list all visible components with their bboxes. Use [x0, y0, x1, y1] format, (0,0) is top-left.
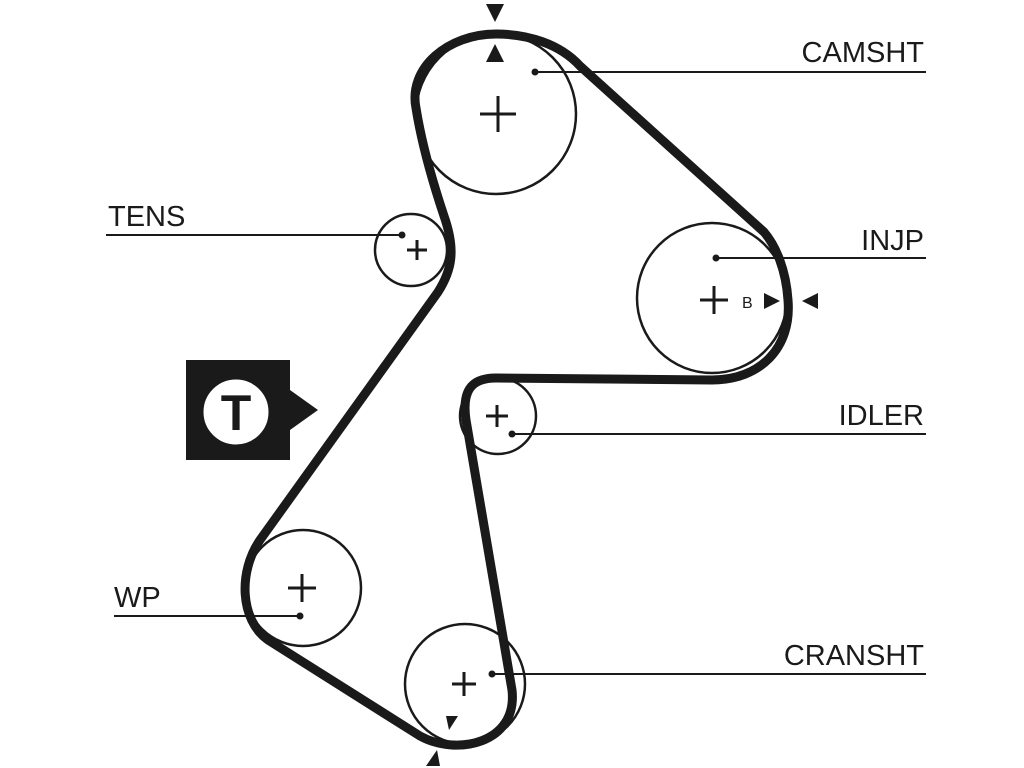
tensioner-label: TENS	[108, 201, 185, 233]
idler-center-cross	[486, 405, 508, 427]
marker-b-label: B	[742, 295, 753, 312]
leader-dots	[296, 68, 720, 678]
camshaft-center-cross	[480, 96, 516, 132]
tensioner-badge: T	[186, 360, 318, 460]
pulleys	[243, 32, 789, 746]
crankshaft-label: CRANSHT	[784, 640, 924, 672]
pulley-centers	[288, 96, 728, 696]
injection-pump-center-cross	[700, 286, 728, 314]
camshaft-inner-mark-icon	[486, 44, 504, 62]
timing-belt	[240, 29, 793, 750]
tensioner-center-cross	[407, 240, 427, 260]
crankshaft-center-cross	[452, 672, 476, 696]
timing-marks	[426, 4, 818, 766]
crankshaft-outer-mark-icon	[426, 750, 440, 766]
camshaft-top-mark-icon	[486, 4, 504, 22]
water-pump-label: WP	[114, 582, 161, 614]
injection-pump-inner-mark-icon	[764, 293, 780, 309]
idler-label: IDLER	[839, 400, 924, 432]
injection-pump-outer-mark-icon	[802, 293, 818, 309]
leader-lines	[106, 71, 926, 675]
camshaft-label: CAMSHT	[802, 37, 925, 69]
water-pump-center-cross	[288, 574, 316, 602]
tensioner-badge-circle	[200, 376, 272, 448]
crankshaft-inner-mark-icon	[446, 716, 458, 730]
injection-pump-label: INJP	[861, 225, 924, 257]
tensioner-badge-letter: T	[221, 385, 252, 441]
